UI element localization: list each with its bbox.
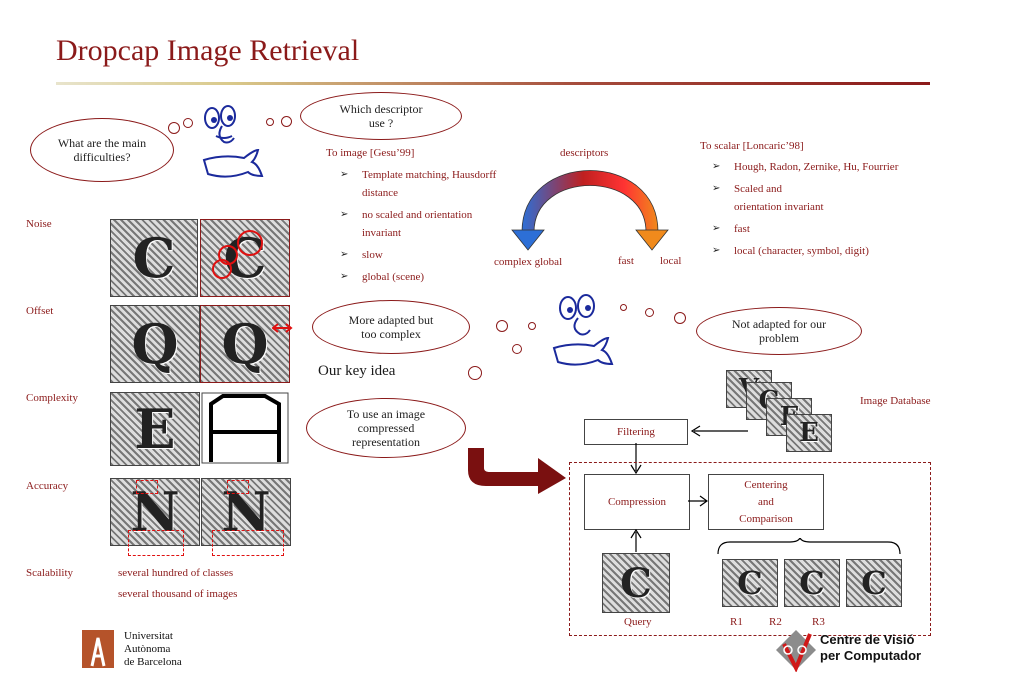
list-item: ➢local (character, symbol, digit) xyxy=(706,242,936,260)
page-title: Dropcap Image Retrieval xyxy=(56,34,360,67)
thought-bubble xyxy=(528,322,536,330)
list-item: ➢slow xyxy=(334,246,514,264)
filtering-box: Filtering xyxy=(584,419,688,445)
list-item: ➢Hough, Radon, Zernike, Hu, Fourrier xyxy=(706,158,936,176)
thought-bubble xyxy=(645,308,654,317)
title-rule xyxy=(56,82,930,85)
issue-noise: Noise xyxy=(26,218,52,230)
bullet-arrow-icon: ➢ xyxy=(340,209,349,220)
noise-image-left: C xyxy=(110,219,198,297)
complexity-image-left: E xyxy=(110,392,200,466)
bullet-arrow-icon: ➢ xyxy=(340,249,349,260)
database-to-filter-arrow xyxy=(690,425,748,437)
uab-name: Universitat Autònoma de Barcelona xyxy=(124,630,182,668)
bullet-arrow-icon: ➢ xyxy=(340,169,349,180)
thought-bubble xyxy=(183,118,193,128)
arc-descriptors-label: descriptors xyxy=(560,147,609,159)
complexity-outline-image xyxy=(201,392,289,464)
bullet-arrow-icon: ➢ xyxy=(712,161,721,172)
result-label-r3: R3 xyxy=(812,616,825,628)
to-image-heading: To image [Gesu’99] xyxy=(326,147,415,159)
to-scalar-list: ➢Hough, Radon, Zernike, Hu, Fourrier ➢Sc… xyxy=(706,158,936,264)
arc-complex-global-label: complex global xyxy=(494,256,563,268)
thought-bubble xyxy=(266,118,274,126)
query-to-compression-arrow xyxy=(630,528,642,552)
issue-scalability: Scalability xyxy=(26,567,74,579)
arc-local-label: local xyxy=(660,255,682,267)
list-item: ➢Template matching, Hausdorff distance xyxy=(334,166,514,202)
result-image-1: C xyxy=(722,559,778,607)
result-label-r1: R1 xyxy=(730,616,743,628)
bullet-arrow-icon: ➢ xyxy=(712,183,721,194)
list-item: ➢no scaled and orientation invariant xyxy=(334,206,514,242)
query-label: Query xyxy=(624,616,652,628)
accuracy-highlight-box xyxy=(212,530,284,556)
issue-accuracy: Accuracy xyxy=(26,480,69,492)
arc-fast-label: fast xyxy=(618,255,634,267)
thought-bubble xyxy=(168,122,180,134)
thought-bubble xyxy=(620,304,627,311)
results-brace xyxy=(717,538,901,555)
to-image-list: ➢Template matching, Hausdorff distance ➢… xyxy=(334,166,514,290)
descriptor-cloud: Which descriptor use ? xyxy=(300,92,462,140)
curved-arrow-icon xyxy=(468,448,566,494)
database-image: E xyxy=(786,414,832,452)
descriptor-arc xyxy=(511,170,669,251)
issue-offset: Offset xyxy=(26,305,54,317)
adapted-cloud: More adapted but too complex xyxy=(312,300,470,354)
bullet-arrow-icon: ➢ xyxy=(712,245,721,256)
accuracy-highlight-box xyxy=(136,480,158,494)
accuracy-highlight-box xyxy=(128,530,184,556)
to-scalar-heading: To scalar [Loncaric’98] xyxy=(700,140,804,152)
offset-arrow-icon xyxy=(272,323,293,333)
image-database-label: Image Database xyxy=(860,395,931,407)
key-idea-label: Our key idea xyxy=(318,363,396,379)
thought-bubble xyxy=(674,312,686,324)
thinking-face-icon xyxy=(202,105,264,178)
process-frame xyxy=(569,462,931,636)
accuracy-highlight-box xyxy=(227,480,249,494)
compressed-cloud: To use an image compressed representatio… xyxy=(306,398,466,458)
scalability-classes: several hundred of classes xyxy=(118,567,234,579)
thinking-face-icon xyxy=(552,294,614,366)
noise-highlight-circles xyxy=(212,230,263,279)
accuracy-image-left: N xyxy=(110,478,200,546)
difficulties-cloud: What are the main difficulties? xyxy=(30,118,174,182)
result-label-r2: R2 xyxy=(769,616,782,628)
cvc-name: Centre de Visió per Computador xyxy=(820,632,922,663)
list-item: ➢Scaled and orientation invariant xyxy=(706,180,824,216)
offset-image-left: Q xyxy=(110,305,200,383)
bullet-arrow-icon: ➢ xyxy=(712,223,721,234)
cvc-logo-icon xyxy=(776,630,816,672)
bullet-arrow-icon: ➢ xyxy=(340,271,349,282)
not-adapted-cloud: Not adapted for our problem xyxy=(696,307,862,355)
list-item: ➢fast xyxy=(706,220,936,238)
query-image: C xyxy=(602,553,670,613)
list-item: ➢global (scene) xyxy=(334,268,514,286)
offset-image-right: Q xyxy=(200,305,290,383)
thought-bubble xyxy=(468,366,482,380)
filter-to-compression-arrow xyxy=(630,443,642,475)
result-image-2: C xyxy=(784,559,840,607)
scalability-images: several thousand of images xyxy=(118,588,238,600)
centering-box: Centering and Comparison xyxy=(708,474,824,530)
thought-bubble xyxy=(281,116,292,127)
result-image-3: C xyxy=(846,559,902,607)
accuracy-image-right: N xyxy=(201,478,291,546)
uab-logo-icon xyxy=(82,630,114,668)
thought-bubble xyxy=(496,320,508,332)
compression-to-centering-arrow xyxy=(688,495,708,507)
thought-bubble xyxy=(512,344,522,354)
compression-box: Compression xyxy=(584,474,690,530)
issue-complexity: Complexity xyxy=(26,392,78,404)
